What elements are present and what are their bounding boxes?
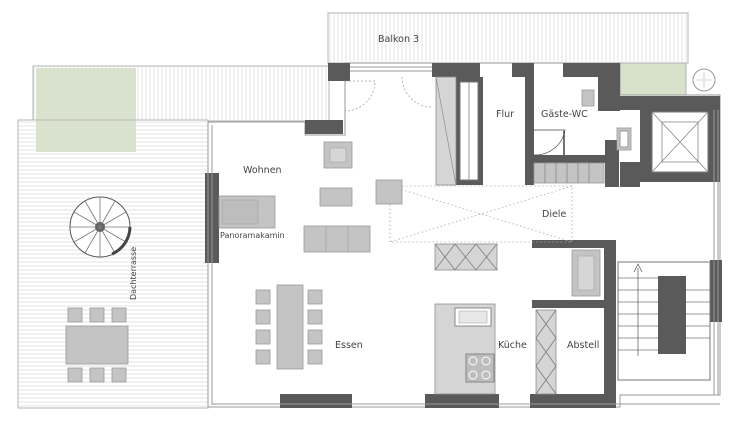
label-kamin: Panoramakamin xyxy=(220,231,285,240)
armchair xyxy=(323,141,353,169)
dachterrasse-deck xyxy=(17,65,330,409)
label-gaeste-wc: Gäste-WC xyxy=(541,109,588,120)
label-kueche: Küche xyxy=(498,340,527,351)
cooktop-icon xyxy=(465,353,495,383)
door-swings xyxy=(344,76,566,156)
coffee-table xyxy=(319,187,353,207)
spiral-stair-icon xyxy=(69,196,132,258)
dining-table xyxy=(276,284,304,370)
abstell-shelf xyxy=(535,309,557,395)
balkon-deck xyxy=(327,12,716,96)
sofa xyxy=(303,225,371,253)
ceiling-outline xyxy=(389,185,573,243)
flur-cabinet xyxy=(435,76,457,186)
label-wohnen: Wohnen xyxy=(243,165,282,176)
staircase-icon xyxy=(617,261,711,381)
label-essen: Essen xyxy=(335,340,363,351)
balkon-green-area xyxy=(617,62,687,96)
label-abstell: Abstell xyxy=(567,340,599,351)
label-diele: Diele xyxy=(542,209,566,220)
label-flur: Flur xyxy=(496,109,514,120)
kitchen-counter xyxy=(434,303,496,395)
terrace-green-area xyxy=(36,68,136,152)
wohnen-furniture xyxy=(218,141,403,253)
kitchen-island-upper xyxy=(434,243,498,271)
diele-chair xyxy=(571,249,601,297)
dining-set xyxy=(255,284,323,370)
window-lines xyxy=(207,66,720,405)
guest-wc-fixtures xyxy=(533,89,632,184)
armchair-2 xyxy=(375,179,403,205)
label-dachterrasse: Dachterrasse xyxy=(129,247,138,300)
terrace-dining-set xyxy=(65,307,129,383)
label-balkon: Balkon 3 xyxy=(378,34,419,45)
